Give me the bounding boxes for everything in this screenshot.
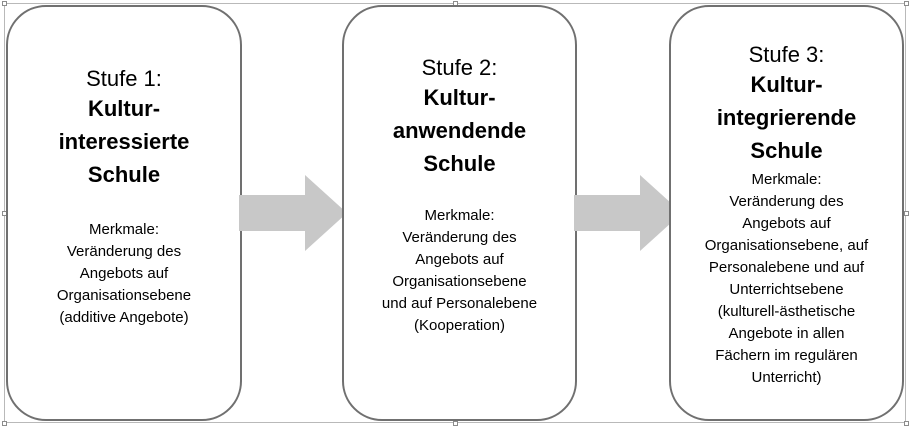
- stage-2-desc-line: und auf Personalebene: [381, 295, 538, 312]
- stage-1-desc-line: (additive Angebote): [59, 309, 189, 326]
- stage-1-description: Merkmale: Veränderung des Angebots auf O…: [8, 219, 240, 329]
- stage-1-merkmale-label: Merkmale:: [88, 221, 159, 238]
- resize-handle-bottom-center[interactable]: [453, 421, 458, 426]
- stage-3-desc-line: (kulturell-ästhetische: [717, 303, 856, 320]
- stage-3-box: Stufe 3: Kultur- integrierende Schule Me…: [669, 5, 904, 421]
- stage-3-label: Stufe 3:: [748, 42, 825, 67]
- stage-3-desc-line: Organisationsebene, auf: [704, 237, 869, 254]
- stage-1-name: Kultur- interessierte Schule: [8, 92, 240, 191]
- stage-1-desc-line: Veränderung des: [66, 243, 182, 260]
- stage-2-name-line: Schule: [423, 151, 496, 176]
- stage-3-name-line: integrierende: [716, 105, 857, 130]
- resize-handle-top-right[interactable]: [904, 1, 909, 6]
- stage-3-name: Kultur- integrierende Schule: [671, 68, 902, 167]
- stage-2-merkmale-label: Merkmale:: [424, 207, 495, 224]
- stage-3-desc-line: Personalebene und auf: [708, 259, 865, 276]
- stage-2-description: Merkmale: Veränderung des Angebots auf O…: [344, 205, 575, 337]
- stage-2-label: Stufe 2:: [421, 55, 498, 80]
- stage-3-desc-line: Angebote in allen: [728, 325, 845, 342]
- stage-1-desc-line: Organisationsebene: [56, 287, 192, 304]
- stage-3-desc-line: Fächern im regulären: [715, 347, 858, 364]
- stage-2-desc-line: Angebots auf: [415, 251, 504, 268]
- resize-handle-bottom-left[interactable]: [2, 421, 7, 426]
- stage-3-desc-line: Veränderung des: [729, 193, 844, 210]
- stage-2-desc-line: (Kooperation): [414, 317, 505, 334]
- resize-handle-middle-right[interactable]: [904, 211, 909, 216]
- stage-1-label: Stufe 1:: [86, 66, 162, 91]
- stage-2-name-line: Kultur-: [423, 85, 496, 110]
- arrow-right-1: [239, 175, 347, 251]
- stage-2-desc-line: Organisationsebene: [392, 273, 527, 290]
- stage-3-merkmale-label: Merkmale:: [751, 171, 822, 188]
- stage-1-name-line: interessierte: [58, 129, 190, 154]
- stage-3-desc-line: Angebots auf: [742, 215, 831, 232]
- stage-1-box: Stufe 1: Kultur- interessierte Schule Me…: [6, 5, 242, 421]
- resize-handle-bottom-right[interactable]: [904, 421, 909, 426]
- stage-3-name-line: Schule: [750, 138, 823, 163]
- stage-1-desc-line: Angebots auf: [79, 265, 169, 282]
- resize-handle-top-left[interactable]: [2, 1, 7, 6]
- stage-3-desc-line: Unterricht): [751, 369, 822, 386]
- stage-3-desc-line: Unterrichtsebene: [729, 281, 844, 298]
- stage-3-name-line: Kultur-: [750, 72, 823, 97]
- stage-1-name-line: Kultur-: [87, 96, 161, 121]
- arrow-right-2: [574, 175, 682, 251]
- stage-2-name: Kultur- anwendende Schule: [344, 81, 575, 180]
- stage-2-desc-line: Veränderung des: [402, 229, 517, 246]
- stage-1-name-line: Schule: [87, 162, 161, 187]
- stage-3-description: Merkmale: Veränderung des Angebots auf O…: [671, 169, 902, 389]
- stage-2-box: Stufe 2: Kultur- anwendende Schule Merkm…: [342, 5, 577, 421]
- stage-2-name-line: anwendende: [392, 118, 527, 143]
